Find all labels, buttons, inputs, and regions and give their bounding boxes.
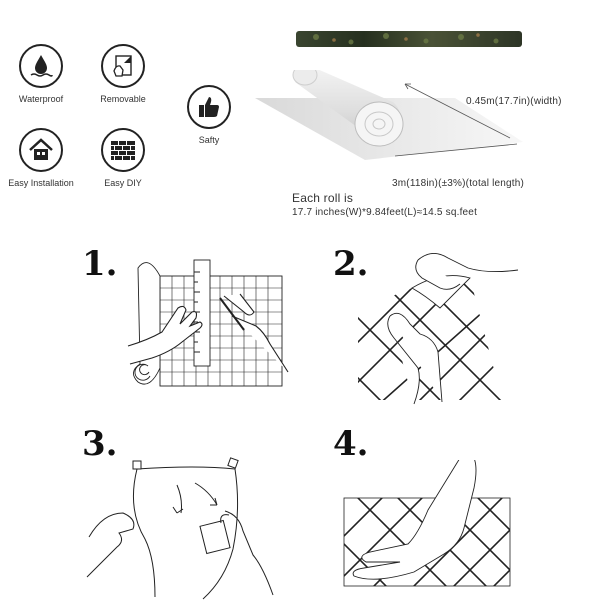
each-roll-title: Each roll is bbox=[292, 191, 354, 205]
wallpaper-roll-illustration bbox=[255, 70, 523, 160]
thumbs-up-icon bbox=[187, 85, 231, 129]
press-flat-illustration bbox=[343, 460, 511, 587]
roll-width-label: 0.45m(17.7in)(width) bbox=[466, 96, 562, 107]
step-number: 4. bbox=[333, 424, 369, 464]
droplet-icon bbox=[19, 44, 63, 88]
feature-easy-installation: Easy Installation bbox=[0, 128, 86, 188]
step-number: 1. bbox=[82, 244, 118, 284]
peel-hand-icon bbox=[101, 44, 145, 88]
brick-wall-icon bbox=[101, 128, 145, 172]
measure-cut-illustration bbox=[127, 259, 289, 387]
step-number: 3. bbox=[82, 424, 118, 464]
feature-label: Easy Installation bbox=[8, 178, 74, 188]
step-number: 2. bbox=[333, 244, 369, 284]
feature-easy-diy: Easy DIY bbox=[78, 128, 168, 188]
feature-label: Easy DIY bbox=[104, 178, 142, 188]
wallpaper-pattern-strip bbox=[296, 31, 522, 47]
feature-label: Removable bbox=[100, 94, 146, 104]
each-roll-detail: 17.7 inches(W)*9.84feet(L)≈14.5 sq.feet bbox=[292, 207, 478, 218]
smooth-bubbles-illustration bbox=[86, 457, 274, 600]
feature-safty: Safty bbox=[164, 85, 254, 145]
roll-length-label: 3m(118in)(±3%)(total length) bbox=[392, 178, 525, 189]
feature-removable: Removable bbox=[78, 44, 168, 104]
peel-backing-illustration bbox=[358, 253, 519, 405]
feature-label: Safty bbox=[198, 135, 220, 145]
feature-waterproof: Waterproof bbox=[0, 44, 86, 104]
house-icon bbox=[19, 128, 63, 172]
feature-label: Waterproof bbox=[18, 94, 64, 104]
